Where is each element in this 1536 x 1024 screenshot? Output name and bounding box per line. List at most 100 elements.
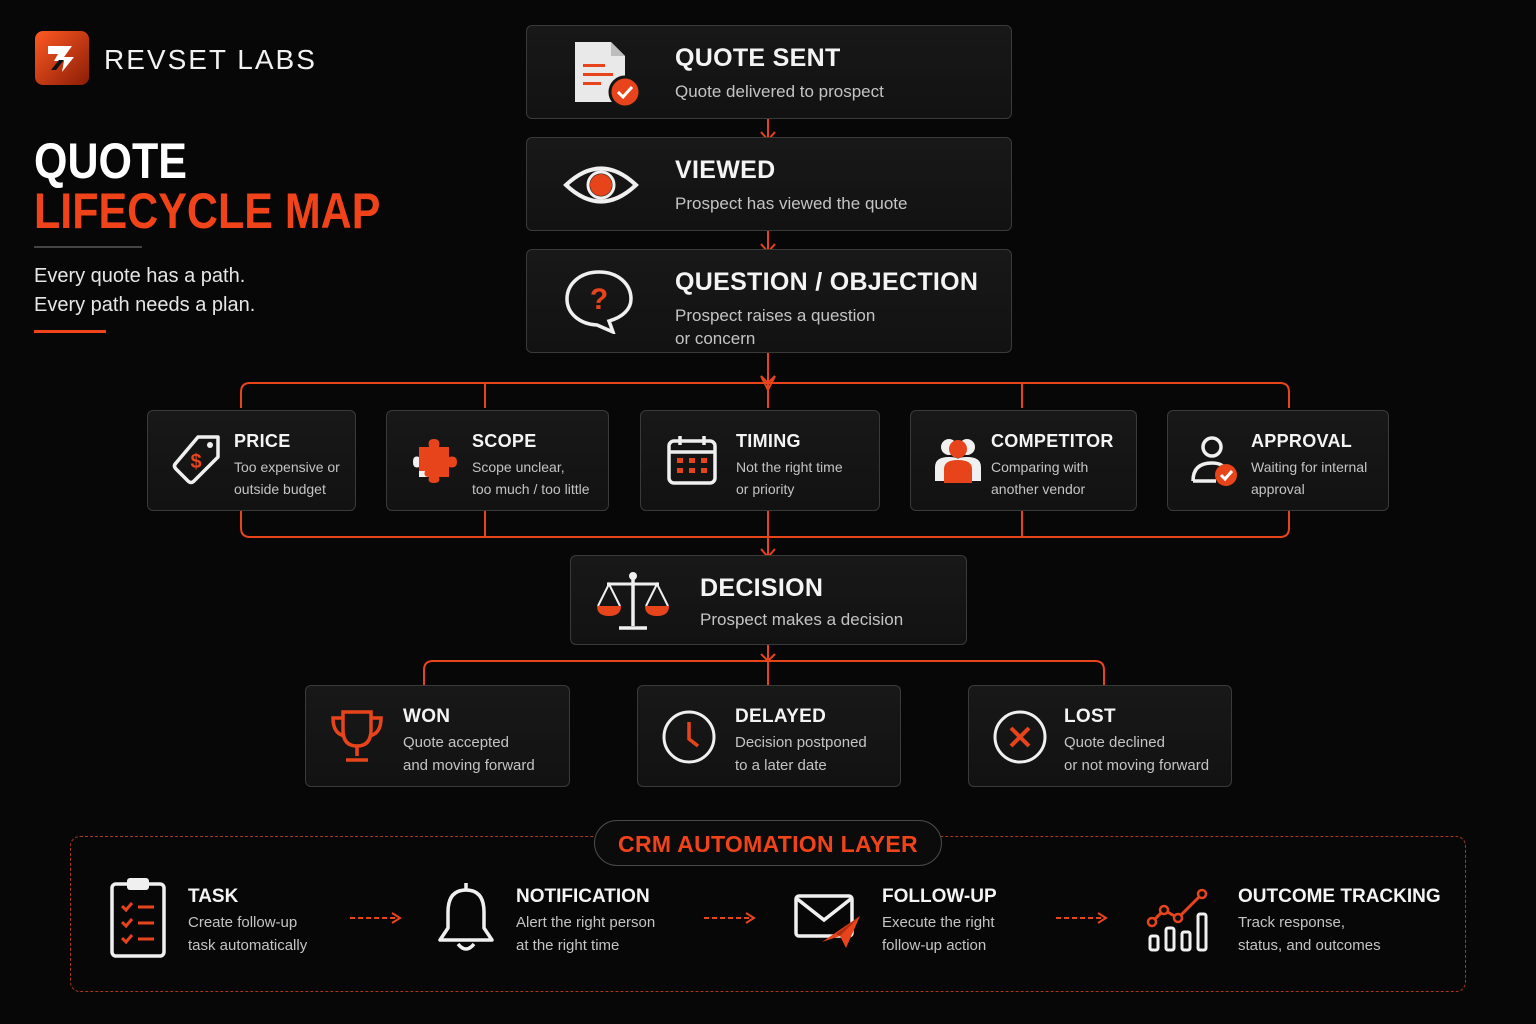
people-icon — [935, 439, 981, 483]
outcome-delayed[interactable]: DELAYED Decision postponed to a later da… — [637, 685, 901, 787]
objection-desc-line1: Too expensive or — [234, 459, 340, 475]
crm-step-desc-line1: Track response, — [1238, 914, 1345, 931]
x-circle-icon — [993, 710, 1047, 764]
puzzle-icon — [413, 439, 457, 483]
page-title-line1: QUOTE — [34, 133, 187, 189]
objection-timing[interactable]: TIMING Not the right time or priority — [640, 410, 880, 511]
stage-title: QUESTION / OBJECTION — [675, 268, 979, 296]
objection-desc-line2: outside budget — [234, 480, 326, 497]
crm-step-desc-line1: Create follow-up — [188, 914, 298, 931]
crm-step-desc-line1: Alert the right person — [516, 914, 656, 931]
crm-step-outcome-tracking[interactable]: OUTCOME TRACKING Track response, status,… — [1146, 880, 1446, 960]
eye-icon — [563, 166, 639, 204]
outcome-title: DELAYED — [735, 706, 827, 727]
dashed-arrow-icon — [1056, 912, 1108, 924]
stage-title: VIEWED — [675, 156, 776, 184]
objection-desc: Waiting for internal approval — [1251, 457, 1367, 500]
outcome-title: LOST — [1064, 706, 1116, 727]
crm-step-desc-line2: status, and outcomes — [1238, 936, 1381, 954]
objection-title: PRICE — [234, 431, 291, 451]
crm-step-desc: Alert the right person at the right time — [516, 912, 655, 957]
brand-logo — [34, 30, 90, 91]
crm-step-desc-line2: follow-up action — [882, 936, 987, 954]
svg-text:$: $ — [190, 451, 201, 473]
clock-icon — [662, 710, 716, 764]
stage-desc: Quote delivered to prospect — [675, 82, 884, 101]
outcome-desc-line1: Quote declined — [1064, 734, 1165, 751]
page-title-line2: LIFECYCLE MAP — [34, 183, 381, 239]
chart-trend-icon — [1146, 888, 1208, 952]
stage-desc: Prospect raises a question or concern — [675, 304, 875, 351]
stage-desc-line1: Prospect raises a question — [675, 306, 876, 325]
objection-price[interactable]: $ PRICE Too expensive or outside budget — [147, 410, 356, 511]
objection-desc-line2: or priority — [736, 480, 795, 497]
outcome-desc-line2: and moving forward — [403, 756, 535, 774]
outcome-desc-line1: Decision postponed — [735, 734, 867, 751]
crm-title: CRM AUTOMATION LAYER — [594, 820, 942, 866]
clipboard-icon — [110, 878, 166, 958]
objection-competitor[interactable]: COMPETITOR Comparing with another vendor — [910, 410, 1137, 511]
bell-icon — [438, 883, 494, 951]
tagline: Every quote has a path. Every path needs… — [34, 262, 255, 320]
stage-desc-line2: or concern — [675, 328, 756, 348]
crm-step-title: NOTIFICATION — [516, 886, 650, 907]
crm-step-desc-line2: at the right time — [516, 936, 620, 954]
stage-question-objection[interactable]: ? QUESTION / OBJECTION Prospect raises a… — [526, 249, 1012, 353]
objection-desc-line2: another vendor — [991, 480, 1086, 497]
objection-title: APPROVAL — [1251, 431, 1353, 451]
price-tag-icon: $ — [172, 435, 220, 485]
outcome-won[interactable]: WON Quote accepted and moving forward — [305, 685, 570, 787]
outcome-desc: Quote accepted and moving forward — [403, 732, 535, 777]
objection-approval[interactable]: APPROVAL Waiting for internal approval — [1167, 410, 1389, 511]
crm-step-desc: Execute the right follow-up action — [882, 912, 995, 957]
crm-step-title: TASK — [188, 886, 239, 907]
objection-scope[interactable]: SCOPE Scope unclear, too much / too litt… — [386, 410, 609, 511]
objection-desc: Scope unclear, too much / too little — [472, 457, 590, 500]
crm-step-follow-up[interactable]: FOLLOW-UP Execute the right follow-up ac… — [792, 880, 1032, 960]
objection-desc: Comparing with another vendor — [991, 457, 1088, 500]
crm-step-title: FOLLOW-UP — [882, 886, 997, 907]
crm-step-desc: Create follow-up task automatically — [188, 912, 307, 957]
dashed-arrow-icon — [704, 912, 756, 924]
crm-step-title: OUTCOME TRACKING — [1238, 886, 1441, 907]
crm-step-notification[interactable]: NOTIFICATION Alert the right person at t… — [436, 880, 686, 960]
objection-desc: Too expensive or outside budget — [234, 457, 340, 500]
decision-title: DECISION — [700, 574, 824, 602]
objection-title: SCOPE — [472, 431, 537, 451]
objection-desc-line2: approval — [1251, 480, 1305, 497]
accent-divider — [34, 330, 106, 333]
objection-desc-line1: Not the right time — [736, 459, 843, 475]
objection-title: COMPETITOR — [991, 431, 1114, 451]
crm-step-task[interactable]: TASK Create follow-up task automatically — [108, 876, 328, 960]
outcome-lost[interactable]: LOST Quote declined or not moving forwar… — [968, 685, 1232, 787]
outcome-desc: Decision postponed to a later date — [735, 732, 867, 777]
dashed-arrow-icon — [350, 912, 402, 924]
crm-step-desc-line2: task automatically — [188, 936, 308, 954]
tagline-line2: Every path needs a plan. — [34, 294, 256, 316]
crm-step-desc-line1: Execute the right — [882, 914, 995, 931]
stage-decision[interactable]: DECISION Prospect makes a decision — [570, 555, 967, 645]
outcome-desc-line2: to a later date — [735, 756, 827, 774]
crm-step-desc: Track response, status, and outcomes — [1238, 912, 1381, 957]
stage-title: QUOTE SENT — [675, 44, 841, 72]
stage-quote-sent[interactable]: QUOTE SENT Quote delivered to prospect — [526, 25, 1012, 119]
stage-desc: Prospect has viewed the quote — [675, 194, 908, 213]
objection-desc-line1: Scope unclear, — [472, 459, 565, 475]
document-check-icon — [575, 42, 642, 109]
objection-title: TIMING — [736, 431, 801, 451]
objection-desc-line1: Comparing with — [991, 459, 1089, 475]
title-divider — [34, 246, 142, 248]
svg-text:?: ? — [590, 283, 608, 316]
objection-desc-line1: Waiting for internal — [1251, 459, 1368, 475]
stage-viewed[interactable]: VIEWED Prospect has viewed the quote — [526, 137, 1012, 231]
outcome-desc-line1: Quote accepted — [403, 734, 509, 751]
outcome-desc-line2: or not moving forward — [1064, 756, 1210, 774]
decision-desc: Prospect makes a decision — [700, 610, 904, 629]
calendar-icon — [667, 436, 717, 485]
trophy-icon — [331, 710, 383, 762]
user-check-icon — [1191, 436, 1237, 486]
brand-name: REVSET LABS — [104, 44, 317, 75]
objection-desc-line2: too much / too little — [472, 480, 590, 497]
envelope-send-icon — [794, 894, 860, 948]
